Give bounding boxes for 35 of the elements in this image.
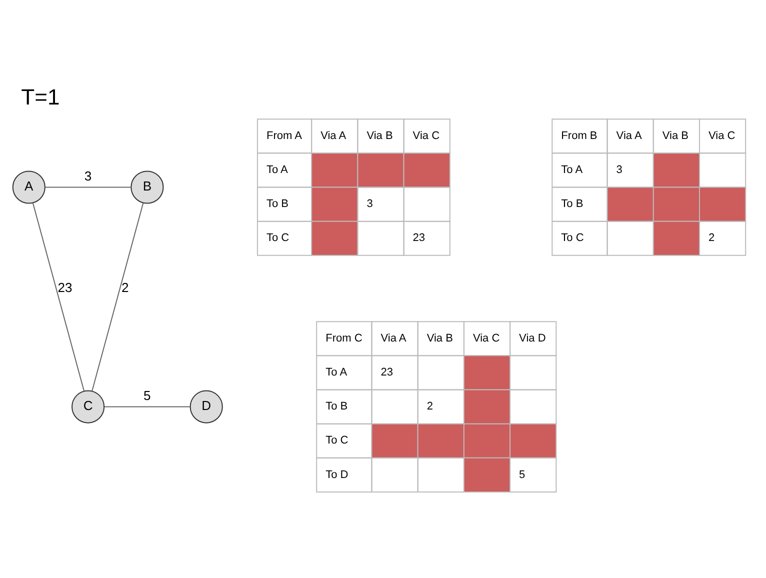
label: Via B [366,129,393,142]
label: 5 [519,468,526,480]
label: To C [266,232,290,244]
label: To C [326,434,348,446]
label: To A [266,164,288,176]
label: Via C [412,129,440,142]
label: From C [326,332,362,344]
label: Via D [519,332,546,344]
label: 23 [380,366,394,378]
label: 2 [708,232,715,244]
label: Via B [662,129,689,142]
label: To A [326,366,348,378]
label: Via B [426,332,453,344]
label: 2 [426,400,433,412]
label: From B [561,129,598,142]
label: To B [266,198,289,210]
label: From A [266,129,302,142]
label: Via A [320,129,346,142]
label: 23 [412,232,426,244]
label: To B [561,198,584,210]
diagram-title: T=1 [21,84,60,110]
label: Via A [380,332,406,344]
label: 3 [616,164,622,176]
label: Via A [616,129,642,142]
label: To D [326,468,348,480]
label: To A [561,164,583,176]
label: Via C [708,129,736,142]
label: 3 [366,198,373,210]
label: To B [326,400,348,412]
label: Via C [472,332,500,344]
edge-label: 3 [84,168,92,184]
edge-label: 23 [58,279,72,294]
label: To C [561,232,584,244]
edge-label: 5 [144,388,151,403]
edge-label: 2 [122,279,129,294]
